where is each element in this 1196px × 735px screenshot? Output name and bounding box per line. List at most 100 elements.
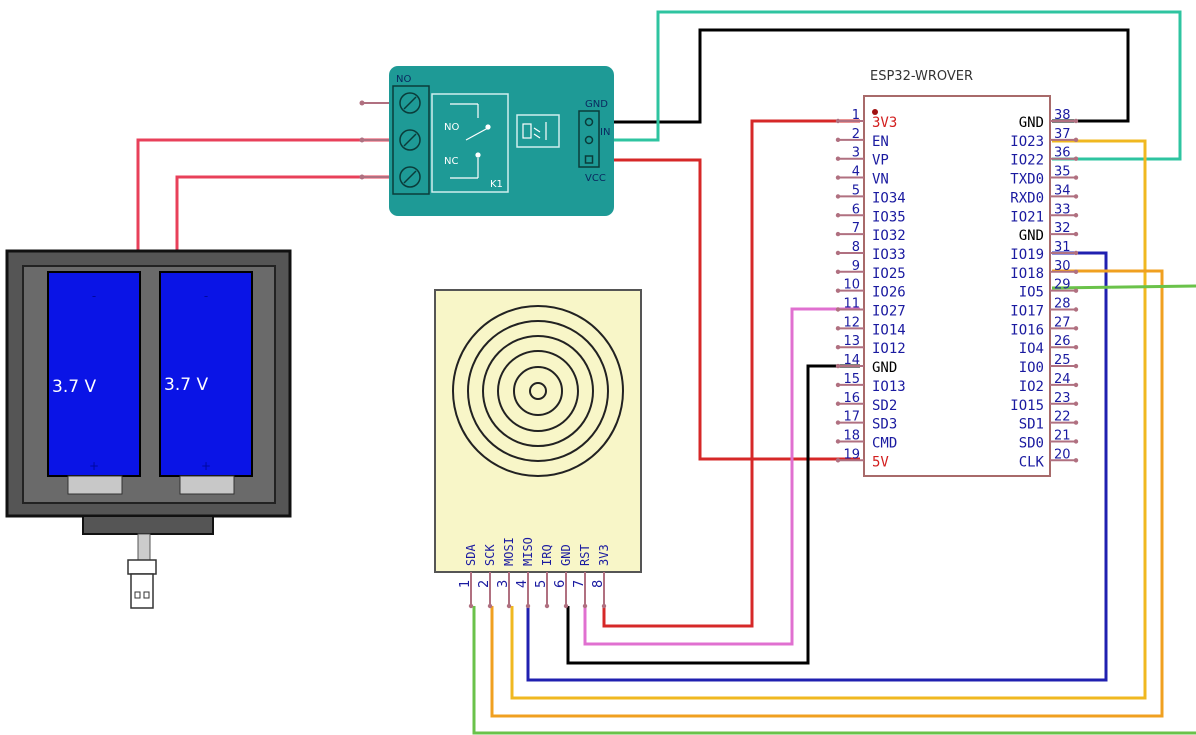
esp32-pin-label: IO33 [872,247,906,263]
esp32-pin-number: 18 [843,428,860,443]
esp32-pin-number: 33 [1054,202,1071,217]
wire-battery-relay-nc[interactable] [175,175,395,252]
esp32-pin-label: IO35 [872,209,906,225]
wire-battery-relay-common[interactable] [136,138,395,252]
wire-rfid-gnd-esp-gnd[interactable] [566,364,860,665]
wire-rfid-rst-io27[interactable] [583,307,860,646]
wire-rfid-3v3-esp-3v3[interactable] [602,119,860,628]
esp32-pin-number: 32 [1054,221,1071,236]
esp32-pin-label: IO17 [1010,304,1044,320]
wire-rfid-sck-io18[interactable] [490,269,1164,718]
esp32-pin-number: 3 [852,146,860,161]
wire-io5-exit[interactable] [1051,284,1196,290]
esp32-pin-label: IO14 [872,322,906,338]
esp32-pin-label: VP [872,153,889,169]
relay-switch-symbol [450,103,491,179]
esp32-pin-number: 35 [1054,165,1071,180]
esp32-pin-label: IO27 [872,304,906,320]
rfid-pin-number: 7 [572,580,587,588]
esp32-right-pin[interactable]: 28 IO17 [1010,297,1079,320]
esp32-pin-number: 15 [843,372,860,387]
esp32-pin-label: IO22 [1010,153,1044,169]
esp32-pin-number: 29 [1054,278,1071,293]
esp32-pin-label: SD0 [1019,435,1044,451]
usb-connector [127,533,157,609]
battery-cell-1-plus: - [92,289,96,303]
esp32-pin-number: 38 [1054,108,1071,123]
wire-rfid-sda-io5[interactable] [472,606,1196,735]
rfid-pin-label: IRQ [540,544,554,566]
esp32-pin-label: GND [872,360,897,376]
esp32-pin-label: EN [872,134,889,150]
rfid-pin[interactable]: RST 7 [572,544,592,609]
battery-cell-1 [47,271,141,477]
relay-gnd-label: GND [585,99,608,110]
wire-relay-in-io22[interactable] [597,10,1182,161]
wire-relay-vcc-5v[interactable] [597,158,860,461]
esp32-pin-number: 28 [1054,297,1071,312]
relay-symbol-box [431,93,509,193]
wire-relay-gnd-esp-gnd[interactable] [597,28,1130,124]
esp32-left-pin[interactable]: 3 VP [835,146,889,169]
wire-rfid-mosi-io23[interactable] [510,139,1147,700]
wire-rfid-miso-io19[interactable] [526,251,1108,682]
esp32-pin-label: GND [1019,115,1044,131]
esp32-right-pin[interactable]: 38 GND [1019,108,1079,131]
esp32-pin-number: 34 [1054,183,1071,198]
esp32-pin-label: IO19 [1010,247,1044,263]
optocoupler-icon [516,114,560,148]
esp32-pin-label: SD1 [1019,417,1044,433]
esp32-pin-label: IO2 [1019,379,1044,395]
relay-module[interactable]: NO NO NC K1 GND IN VCC [359,66,615,216]
esp32-pin-label: IO26 [872,285,906,301]
rfid-pin-label: RST [578,544,592,566]
battery-cell-1-label: 3.7 V [52,377,96,397]
rfid-pin-number: 3 [496,580,511,588]
battery-pack[interactable]: - - + + 3.7 V 3.7 V [5,249,292,609]
